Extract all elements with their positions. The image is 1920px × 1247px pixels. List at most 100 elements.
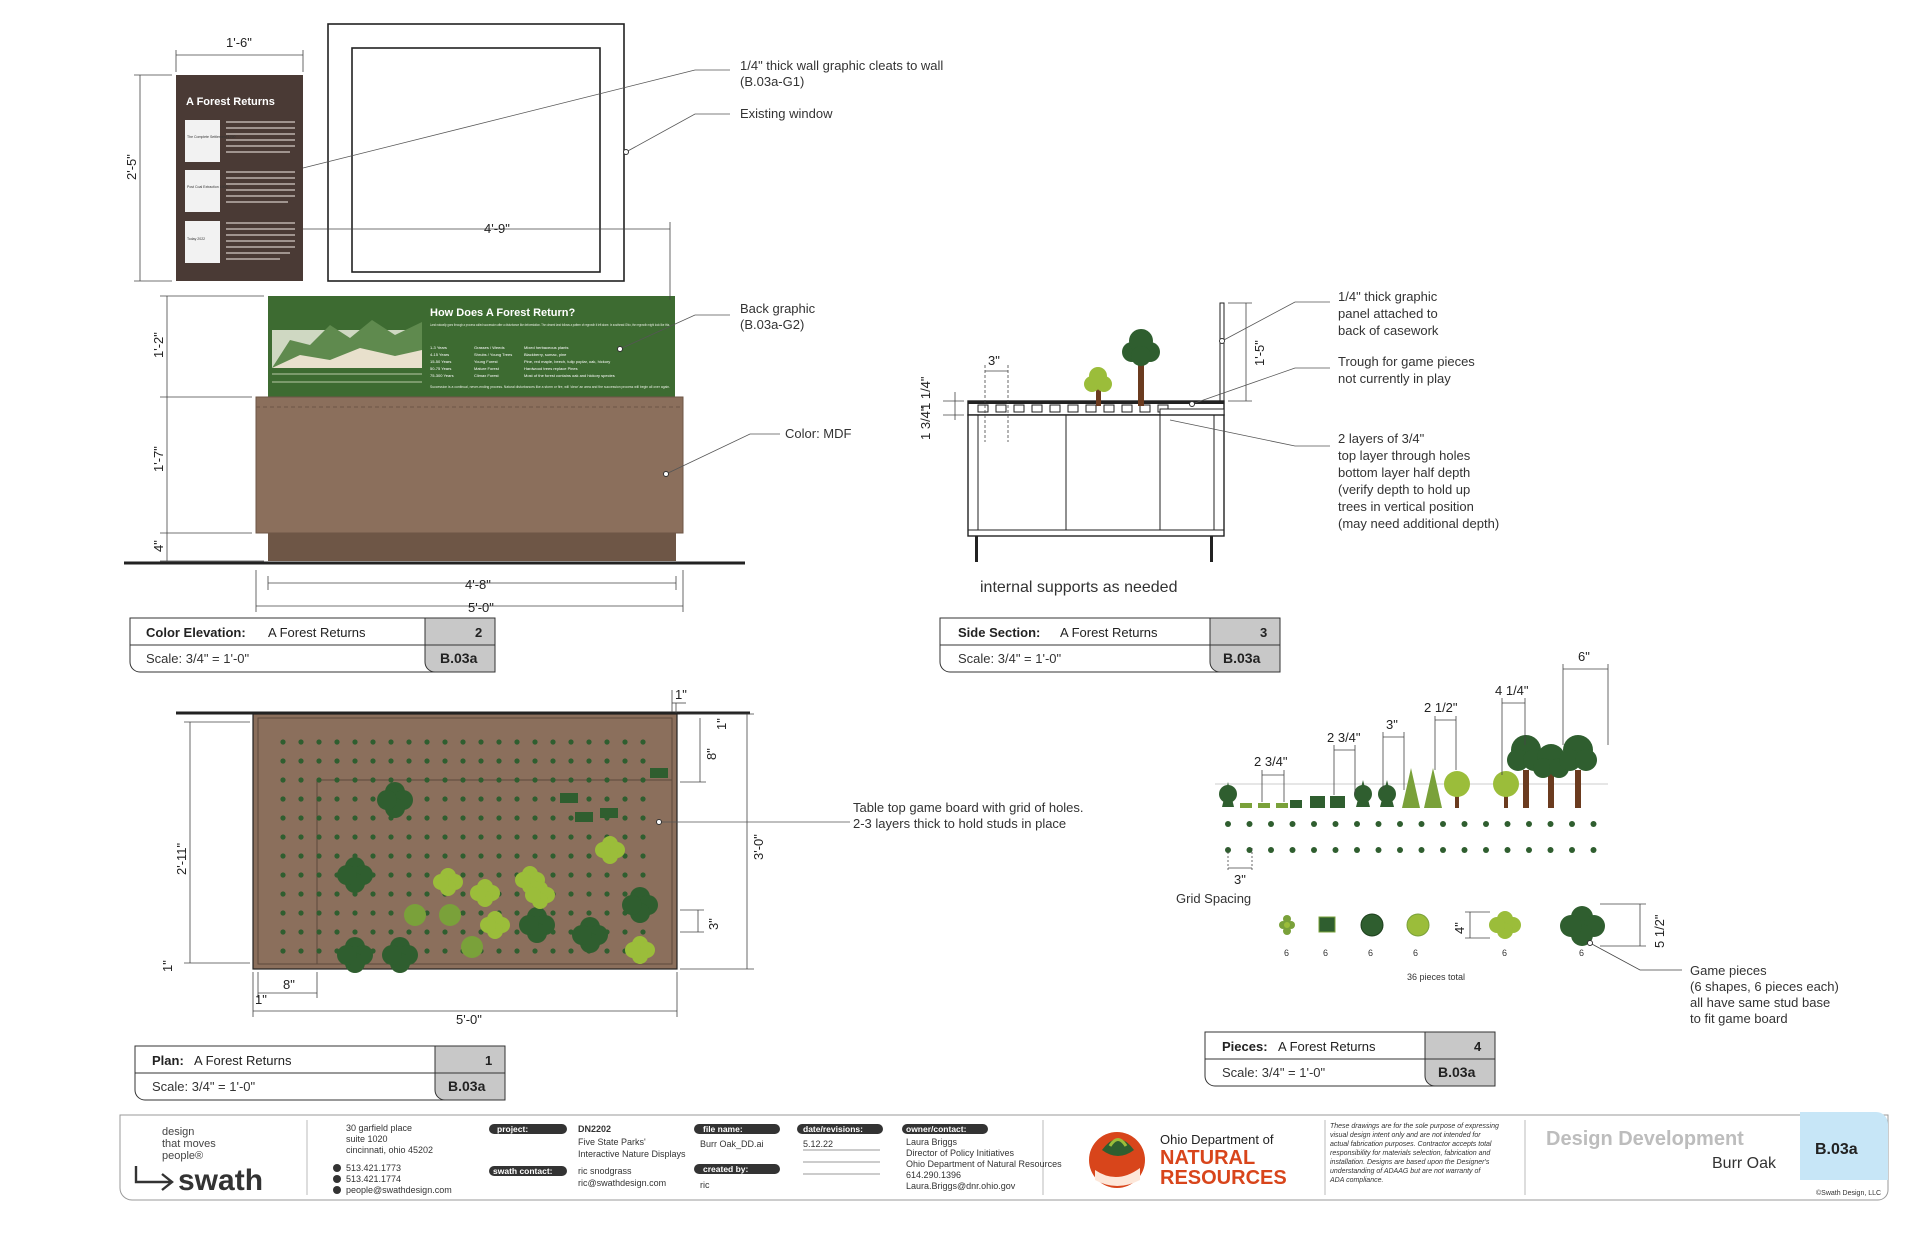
plan-hole	[406, 929, 412, 935]
piece-size-4: 4"	[1452, 922, 1467, 934]
plan-hole	[442, 758, 448, 764]
plan-hole	[460, 872, 466, 878]
plan-hole	[334, 891, 340, 897]
phone-icon	[333, 1164, 341, 1172]
plan-callout-2: 2-3 layers thick to hold studs in place	[853, 816, 1066, 831]
back-row-3-species: Pine, red maple, beech, tulip poplar, oa…	[524, 359, 610, 364]
side-callout-layers-3: bottom layer half depth	[1338, 465, 1470, 480]
plan-dim-inner-height: 2'-11"	[174, 842, 189, 875]
plan-hole	[550, 796, 556, 802]
back-row-5-age: 75-300 Years	[430, 373, 454, 378]
plan-hole	[424, 739, 430, 745]
plan-hole	[496, 834, 502, 840]
plan-hole	[496, 872, 502, 878]
side-callout-panel-2: panel attached to	[1338, 306, 1438, 321]
plan-hole	[532, 777, 538, 783]
plan-hole	[586, 796, 592, 802]
stud	[1246, 821, 1253, 827]
plan-piece-dark	[377, 782, 413, 818]
odnr-name-natural: NATURAL	[1160, 1147, 1255, 1169]
plan-hole	[334, 796, 340, 802]
plan-piece-medium	[439, 904, 461, 926]
tb1-scale: Scale: 3/4" = 1'-0"	[152, 1079, 256, 1094]
plan-hole	[586, 891, 592, 897]
odnr-name-top: Ohio Department of	[1160, 1132, 1274, 1147]
back-row-5-stage: Climax Forest	[474, 373, 500, 378]
plan-dim-right-1: 1"	[714, 718, 729, 730]
plan-hole	[352, 777, 358, 783]
plan-hole	[478, 758, 484, 764]
plan-hole	[388, 834, 394, 840]
disclaimer-6: understanding of ADAAG but are not warra…	[1330, 1168, 1481, 1175]
plan-hole	[586, 910, 592, 916]
count-flower: 6	[1284, 948, 1289, 958]
plan-hole	[460, 758, 466, 764]
plan-hole	[388, 739, 394, 745]
stud	[1375, 821, 1382, 827]
plan-hole	[316, 891, 322, 897]
plan-hole	[514, 739, 520, 745]
plan-hole	[550, 758, 556, 764]
plan-hole	[352, 910, 358, 916]
plan-hole	[604, 777, 610, 783]
dim-inner-width: 4'-8"	[465, 577, 491, 592]
plan-hole	[334, 777, 340, 783]
swath-email[interactable]: people@swathdesign.com	[346, 1185, 452, 1195]
side-dim-panel-height: 1'-5"	[1252, 340, 1267, 366]
plan-hole	[496, 796, 502, 802]
back-row-4-species: Hardwood trees replace Pines	[524, 366, 578, 371]
sheet-tag	[1800, 1112, 1888, 1180]
plan-piece-bush	[560, 793, 578, 803]
plan-hole	[370, 853, 376, 859]
plan-hole	[568, 910, 574, 916]
plan-hole	[442, 815, 448, 821]
swath-contact-email[interactable]: ric@swathdesign.com	[578, 1178, 666, 1188]
plan-hole	[568, 758, 574, 764]
back-row-4-age: 50-75 Years	[430, 366, 451, 371]
plan-hole	[586, 834, 592, 840]
plan-hole	[388, 872, 394, 878]
plan-hole	[532, 853, 538, 859]
casework-base	[268, 533, 676, 561]
owner-email[interactable]: Laura.Briggs@dnr.ohio.gov	[906, 1181, 1016, 1191]
plan-hole	[460, 929, 466, 935]
plan-hole	[280, 910, 286, 916]
stud	[1569, 821, 1575, 827]
plan-hole	[640, 777, 646, 783]
address-2: suite 1020	[346, 1134, 388, 1144]
stud	[1268, 847, 1274, 853]
plan-hole	[460, 910, 466, 916]
plan-hole	[604, 948, 610, 954]
disclaimer-1: These drawings are for the sole purpose …	[1330, 1123, 1499, 1130]
tb4-subtitle: A Forest Returns	[1278, 1039, 1376, 1054]
plan-hole	[550, 853, 556, 859]
plan-hole	[622, 758, 628, 764]
plan-hole	[532, 834, 538, 840]
disclaimer-7: ADA compliance.	[1329, 1177, 1383, 1184]
tb3-name: Side Section:	[958, 625, 1040, 640]
color-elevation: A Forest Returns The Complete Settlement…	[124, 23, 943, 615]
plan-hole	[316, 910, 322, 916]
plan-hole	[568, 777, 574, 783]
owner-title: Director of Policy Initiatives	[906, 1148, 1015, 1158]
tb4-scale: Scale: 3/4" = 1'-0"	[1222, 1065, 1326, 1080]
side-callout-layers-5: trees in vertical position	[1338, 499, 1474, 514]
plan-hole	[334, 834, 340, 840]
plan-piece-bush	[650, 768, 668, 778]
back-row-2-species: Blackberry, sumac, pine	[524, 352, 567, 357]
file-name: Burr Oak_DD.ai	[700, 1139, 764, 1149]
plan-hole	[280, 929, 286, 935]
plan-hole	[406, 777, 412, 783]
dim-base-height: 4"	[151, 540, 166, 552]
owner-org: Ohio Department of Natural Resources	[906, 1159, 1062, 1169]
plan-hole	[640, 872, 646, 878]
plan-hole	[424, 891, 430, 897]
plan-hole	[298, 758, 304, 764]
plan-hole	[550, 834, 556, 840]
plan-hole	[514, 891, 520, 897]
plan-hole	[460, 891, 466, 897]
plan-callout-1: Table top game board with grid of holes.	[853, 800, 1084, 815]
plan-hole	[568, 872, 574, 878]
plan-hole	[424, 853, 430, 859]
plan-hole	[280, 739, 286, 745]
